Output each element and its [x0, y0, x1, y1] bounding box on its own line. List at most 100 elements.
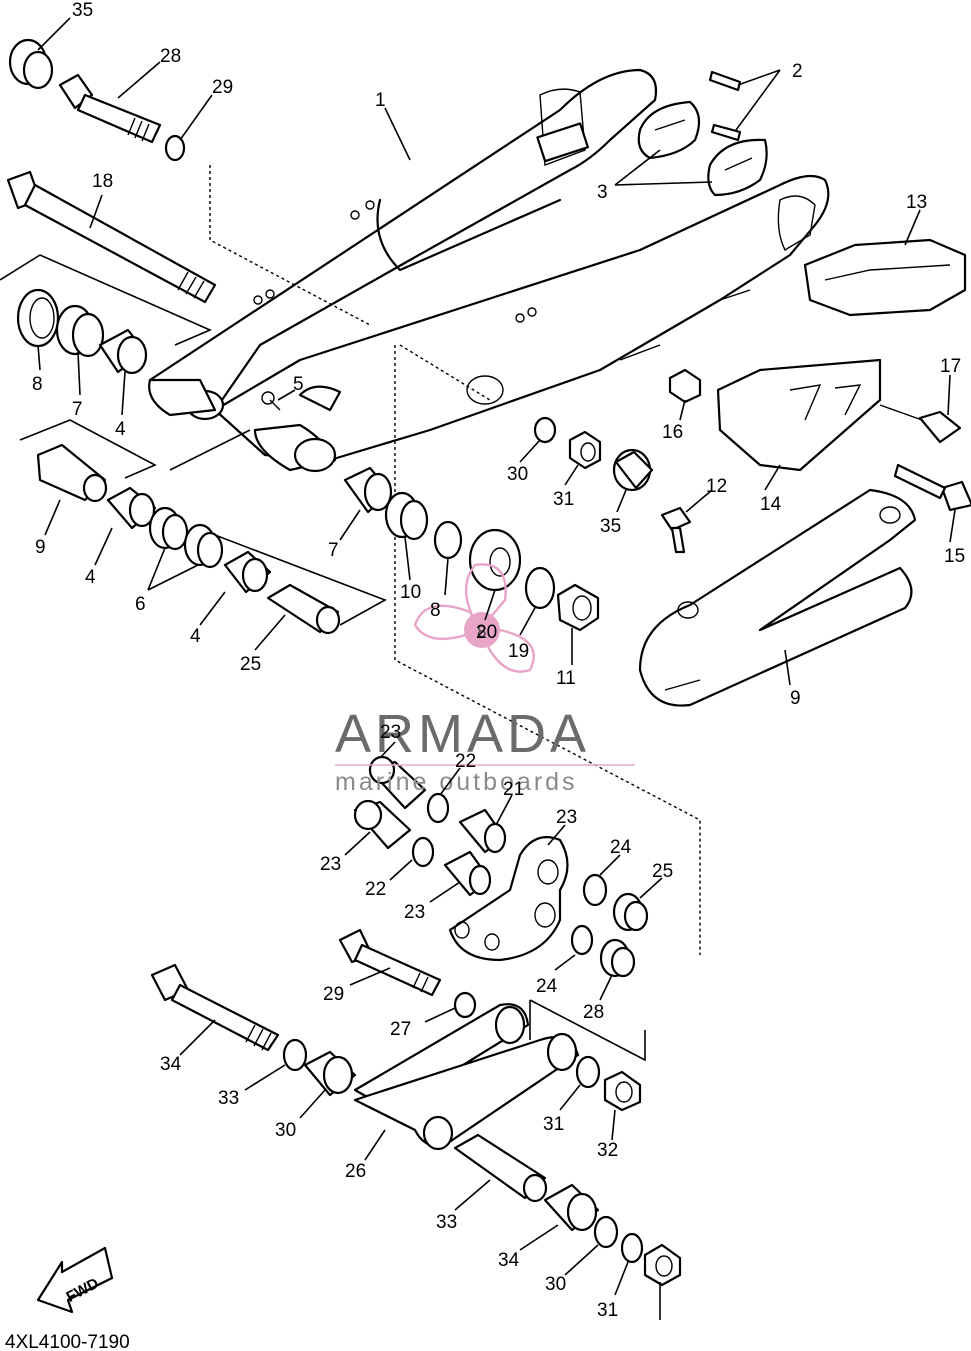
callout-label[interactable]: 4: [85, 567, 96, 588]
chain-guide-plate-3[interactable]: [637, 100, 768, 197]
pivot-shaft-18[interactable]: [6, 170, 217, 304]
bushing-22-lower[interactable]: [443, 850, 492, 897]
callout-label[interactable]: 31: [553, 489, 574, 510]
collar-35-top[interactable]: [8, 38, 54, 90]
pivot-bolt-28-top[interactable]: [58, 73, 162, 144]
callout-label[interactable]: 11: [556, 668, 576, 689]
callout-label[interactable]: 35: [72, 0, 93, 21]
callout-label[interactable]: 23: [320, 854, 341, 875]
relay-arm-11[interactable]: [638, 488, 917, 707]
collar-4-lower-left[interactable]: [106, 486, 157, 530]
callout-label[interactable]: 8: [430, 600, 441, 621]
callout-label[interactable]: 22: [365, 879, 386, 900]
bushing-22-upper[interactable]: [458, 808, 507, 854]
collar-25-lower[interactable]: [353, 799, 412, 850]
callout-label[interactable]: 9: [790, 688, 801, 709]
callout-label[interactable]: 24: [536, 976, 558, 997]
callout-label[interactable]: 28: [160, 46, 181, 67]
nut-31-top[interactable]: [568, 430, 602, 470]
chain-tensioner-13[interactable]: [803, 238, 967, 317]
callout-label[interactable]: 3: [597, 182, 608, 203]
callout-label[interactable]: 7: [72, 399, 83, 420]
bolt-15[interactable]: [893, 463, 971, 512]
washer-29-top[interactable]: [164, 134, 186, 162]
washer-23-upper-left[interactable]: [426, 792, 450, 824]
callout-label[interactable]: 33: [436, 1212, 457, 1233]
collar-4-left[interactable]: [98, 328, 148, 375]
callout-label[interactable]: 19: [508, 641, 529, 662]
collar-33-right[interactable]: [543, 1183, 600, 1232]
screw-2[interactable]: [708, 70, 742, 142]
callout-label[interactable]: 10: [400, 582, 421, 603]
callout-label[interactable]: 24: [610, 837, 632, 858]
seal-24-upper[interactable]: [612, 892, 649, 932]
callout-label[interactable]: 13: [906, 192, 927, 213]
washer-20[interactable]: [524, 566, 556, 610]
washer-30-top[interactable]: [533, 416, 557, 444]
callout-label[interactable]: 30: [545, 1274, 566, 1295]
callout-label[interactable]: 12: [706, 476, 727, 497]
washer-10[interactable]: [433, 520, 463, 560]
bearing-7-left[interactable]: [55, 304, 105, 358]
callout-label[interactable]: 30: [275, 1120, 296, 1141]
callout-label[interactable]: 4: [115, 419, 126, 440]
seal-24-lower[interactable]: [599, 938, 636, 978]
connecting-rod-32[interactable]: [353, 1003, 580, 1151]
callout-label[interactable]: 30: [507, 464, 528, 485]
callout-label[interactable]: 9: [35, 537, 46, 558]
callout-label[interactable]: 8: [32, 374, 43, 395]
callout-label[interactable]: 4: [190, 626, 201, 647]
bolt-28-lower[interactable]: [338, 928, 442, 997]
callout-label[interactable]: 16: [662, 422, 683, 443]
oil-seal-8[interactable]: [16, 288, 60, 348]
collar-4-center[interactable]: [343, 466, 393, 514]
callout-label[interactable]: 5: [293, 374, 304, 395]
washer-23-right-upper[interactable]: [582, 873, 608, 907]
callout-label[interactable]: 31: [597, 1300, 618, 1321]
callout-label[interactable]: 20: [476, 622, 497, 643]
callout-label[interactable]: 7: [328, 540, 339, 561]
callout-label[interactable]: 26: [345, 1161, 366, 1182]
dust-cover-5[interactable]: [261, 385, 342, 412]
washer-30-lower-mid[interactable]: [575, 1055, 601, 1089]
callout-label[interactable]: 34: [160, 1054, 182, 1075]
callout-label[interactable]: 15: [944, 546, 965, 567]
bolt-27[interactable]: [150, 963, 280, 1052]
callout-label[interactable]: 14: [760, 494, 782, 515]
callout-label[interactable]: 22: [455, 751, 476, 772]
callout-label[interactable]: 27: [390, 1019, 411, 1040]
callout-label[interactable]: 29: [323, 984, 344, 1005]
spacer-8-center[interactable]: [468, 528, 522, 592]
callout-label[interactable]: 23: [404, 902, 425, 923]
callout-label[interactable]: 28: [583, 1002, 604, 1023]
callout-label[interactable]: 23: [380, 722, 401, 743]
circlip-top[interactable]: [466, 375, 504, 405]
washer-23-lower-left[interactable]: [411, 836, 435, 868]
shaft-26[interactable]: [453, 1133, 548, 1203]
cap-35-right[interactable]: [612, 448, 654, 492]
callout-label[interactable]: 34: [498, 1250, 520, 1271]
callout-label[interactable]: 2: [792, 61, 803, 82]
nut-16[interactable]: [668, 368, 702, 404]
nut-31-bottom[interactable]: [643, 1243, 682, 1287]
callout-label[interactable]: 29: [212, 77, 233, 98]
callout-label[interactable]: 1: [375, 90, 386, 111]
callout-label[interactable]: 25: [240, 654, 261, 675]
bearing-6-pair[interactable]: [148, 506, 224, 569]
collar-4-lower-mid[interactable]: [223, 550, 272, 594]
callout-label[interactable]: 18: [92, 171, 113, 192]
bolt-17[interactable]: [879, 404, 962, 444]
washer-30-bottom[interactable]: [620, 1232, 644, 1264]
washer-34-right[interactable]: [593, 1215, 619, 1249]
callout-label[interactable]: 21: [503, 779, 524, 800]
bearing-7-center[interactable]: [384, 491, 429, 541]
washer-29-lower[interactable]: [453, 991, 477, 1019]
chain-guide-14[interactable]: [716, 358, 882, 472]
washer-23-right-lower[interactable]: [570, 924, 594, 956]
callout-label[interactable]: 35: [600, 516, 621, 537]
callout-label[interactable]: 31: [543, 1114, 564, 1135]
callout-label[interactable]: 6: [135, 594, 146, 615]
callout-label[interactable]: 32: [597, 1140, 618, 1161]
callout-label[interactable]: 23: [556, 807, 577, 828]
connecting-rod-21[interactable]: [448, 836, 569, 962]
